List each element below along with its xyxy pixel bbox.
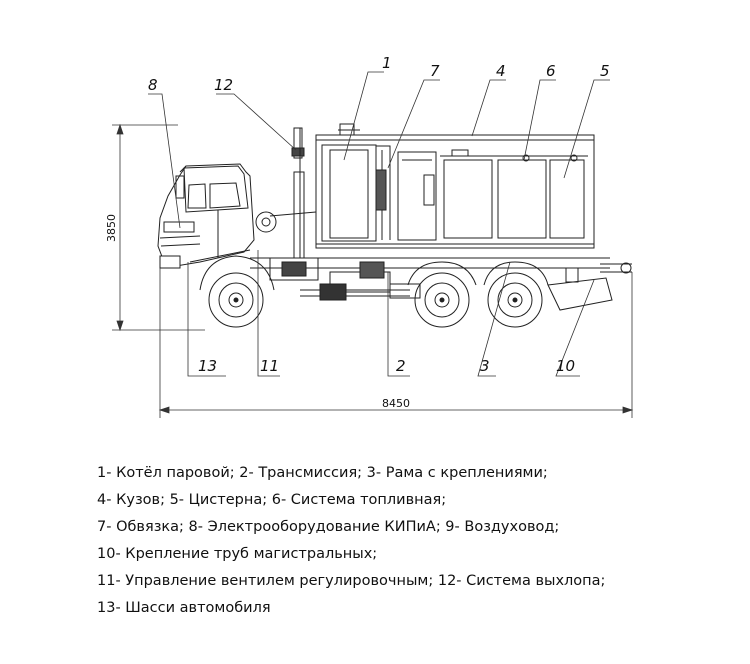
callout-2: 2 (396, 357, 406, 375)
legend-line: 7- Обвязка; 8- Электрооборудование КИПиА… (97, 519, 560, 535)
length-dimension: 8450 (382, 397, 410, 410)
legend-line: 10- Крепление труб магистральных; (97, 546, 378, 562)
chassis-frame (250, 257, 610, 301)
callout-5: 5 (600, 62, 610, 80)
dimension-lines (112, 123, 634, 418)
callout-4: 4 (496, 62, 506, 80)
height-dimension: 3850 (105, 214, 118, 242)
legend-line: 1- Котёл паровой; 2- Трансмиссия; 3- Рам… (97, 465, 548, 481)
callout-7: 7 (430, 62, 440, 80)
callout-11: 11 (260, 357, 279, 375)
parts-legend: 1- Котёл паровой; 2- Трансмиссия; 3- Рам… (97, 460, 605, 622)
exhaust-stack (255, 127, 317, 259)
callout-6: 6 (546, 62, 556, 80)
legend-line: 4- Кузов; 5- Цистерна; 6- Система топлив… (97, 492, 447, 508)
callout-10: 10 (556, 357, 575, 375)
legend-line: 13- Шасси автомобиля (97, 600, 271, 616)
front-wheel (199, 255, 275, 328)
rear-wheel-1 (407, 261, 477, 328)
callout-3: 3 (480, 357, 490, 375)
truck-cab (157, 163, 255, 269)
callout-13: 13 (198, 357, 217, 375)
callout-12: 12 (214, 76, 233, 94)
equipment-body (315, 123, 595, 249)
callout-numbers: 8 12 1 7 4 6 5 13 11 2 3 10 (148, 54, 610, 375)
callout-leaders (148, 71, 610, 377)
rear-pipe-mount (547, 262, 632, 311)
callout-1: 1 (382, 54, 392, 72)
legend-line: 11- Управление вентилем регулировочным; … (97, 573, 606, 589)
technical-drawing: 3850 8450 (105, 54, 634, 418)
truck-drawing (157, 123, 632, 328)
callout-8: 8 (148, 76, 158, 94)
rear-wheel-2 (483, 261, 549, 328)
